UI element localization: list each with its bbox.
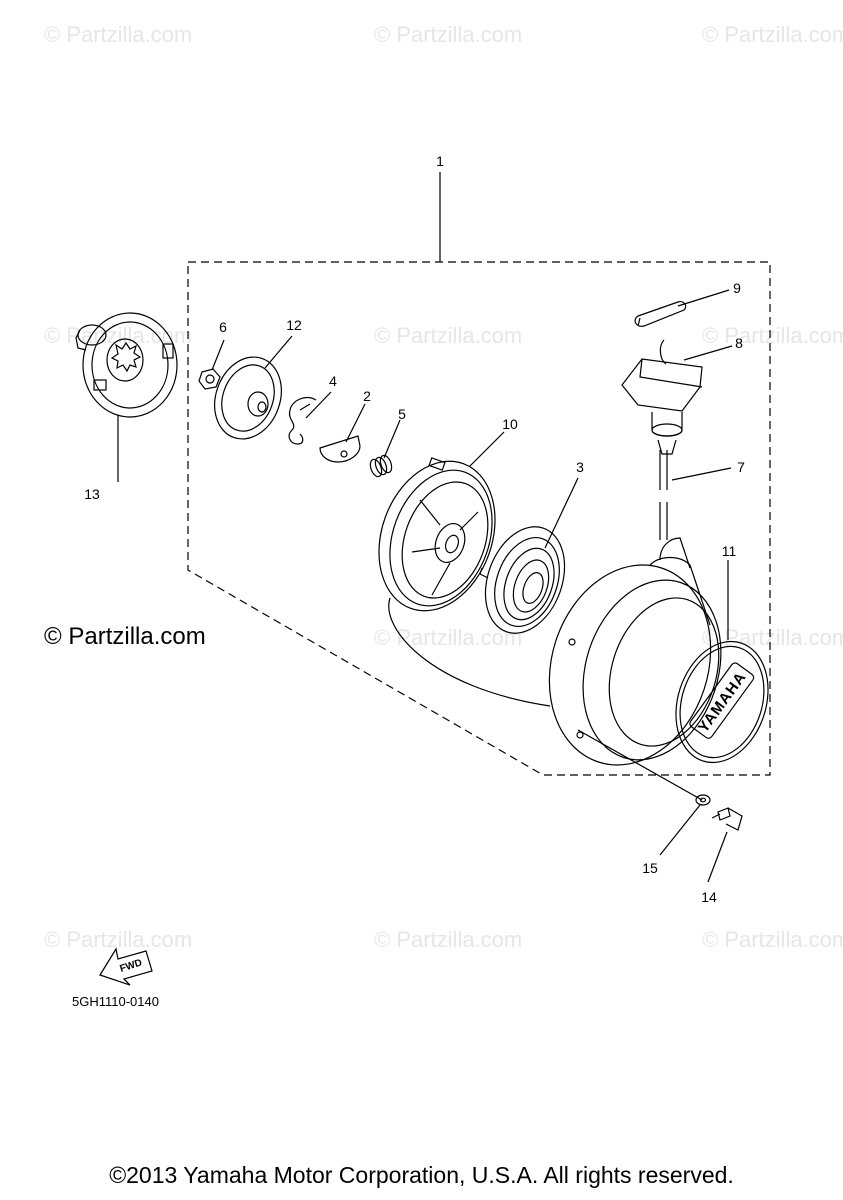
- copyright-notice: ©2013 Yamaha Motor Corporation, U.S.A. A…: [109, 1162, 734, 1188]
- part-3-recoil-spring: [479, 526, 566, 634]
- watermark: © Partzilla.com: [374, 625, 523, 650]
- watermark: © Partzilla.com: [702, 625, 843, 650]
- callout-12: 12: [286, 317, 302, 333]
- part-4-clip: [288, 397, 317, 445]
- part-6-nut: [198, 368, 221, 390]
- yamaha-emblem: [675, 640, 769, 764]
- watermark: © Partzilla.com: [44, 22, 193, 47]
- watermark: © Partzilla.com: [374, 323, 523, 348]
- callout-11: 11: [721, 543, 737, 559]
- watermark-main: © Partzilla.com: [44, 623, 206, 650]
- callout-10: 10: [502, 416, 518, 432]
- part-13-starter-pulley: [75, 312, 178, 418]
- part-2-pawl: [319, 435, 361, 463]
- fwd-arrow-icon: [99, 947, 153, 986]
- starter-rope: [388, 597, 551, 707]
- callout-14: 14: [701, 889, 717, 905]
- part-15-washer: [695, 794, 711, 806]
- watermark: © Partzilla.com: [702, 927, 843, 952]
- fwd-label: FWD: [119, 957, 144, 975]
- callout-5: 5: [398, 406, 406, 422]
- part-11-starter-case: [548, 537, 722, 766]
- part-9-cap: [634, 301, 687, 327]
- callout-3: 3: [576, 459, 584, 475]
- watermark: © Partzilla.com: [44, 927, 193, 952]
- callout-13: 13: [84, 486, 100, 502]
- callout-8: 8: [735, 335, 743, 351]
- callout-1: 1: [436, 153, 444, 169]
- assembly-boundary: [187, 261, 771, 776]
- part-8-handle: [621, 339, 703, 455]
- part-5-spring: [369, 454, 393, 478]
- watermark: © Partzilla.com: [374, 927, 523, 952]
- callout-6: 6: [219, 319, 227, 335]
- callout-9: 9: [733, 280, 741, 296]
- callout-15: 15: [642, 860, 658, 876]
- part-10-reel: [378, 457, 496, 612]
- brand-label: YAMAHA: [695, 669, 750, 736]
- part-12-drive-plate: [214, 356, 282, 440]
- part-7-rope: [659, 450, 668, 540]
- part-14-bolt: [711, 807, 743, 831]
- callout-2: 2: [363, 388, 371, 404]
- leader-lines: [117, 172, 733, 883]
- diagram-code: 5GH1110-0140: [72, 994, 159, 1009]
- watermark: © Partzilla.com: [374, 22, 523, 47]
- watermark: © Partzilla.com: [702, 22, 843, 47]
- callout-7: 7: [737, 459, 745, 475]
- callout-4: 4: [329, 373, 337, 389]
- watermark: © Partzilla.com: [702, 323, 843, 348]
